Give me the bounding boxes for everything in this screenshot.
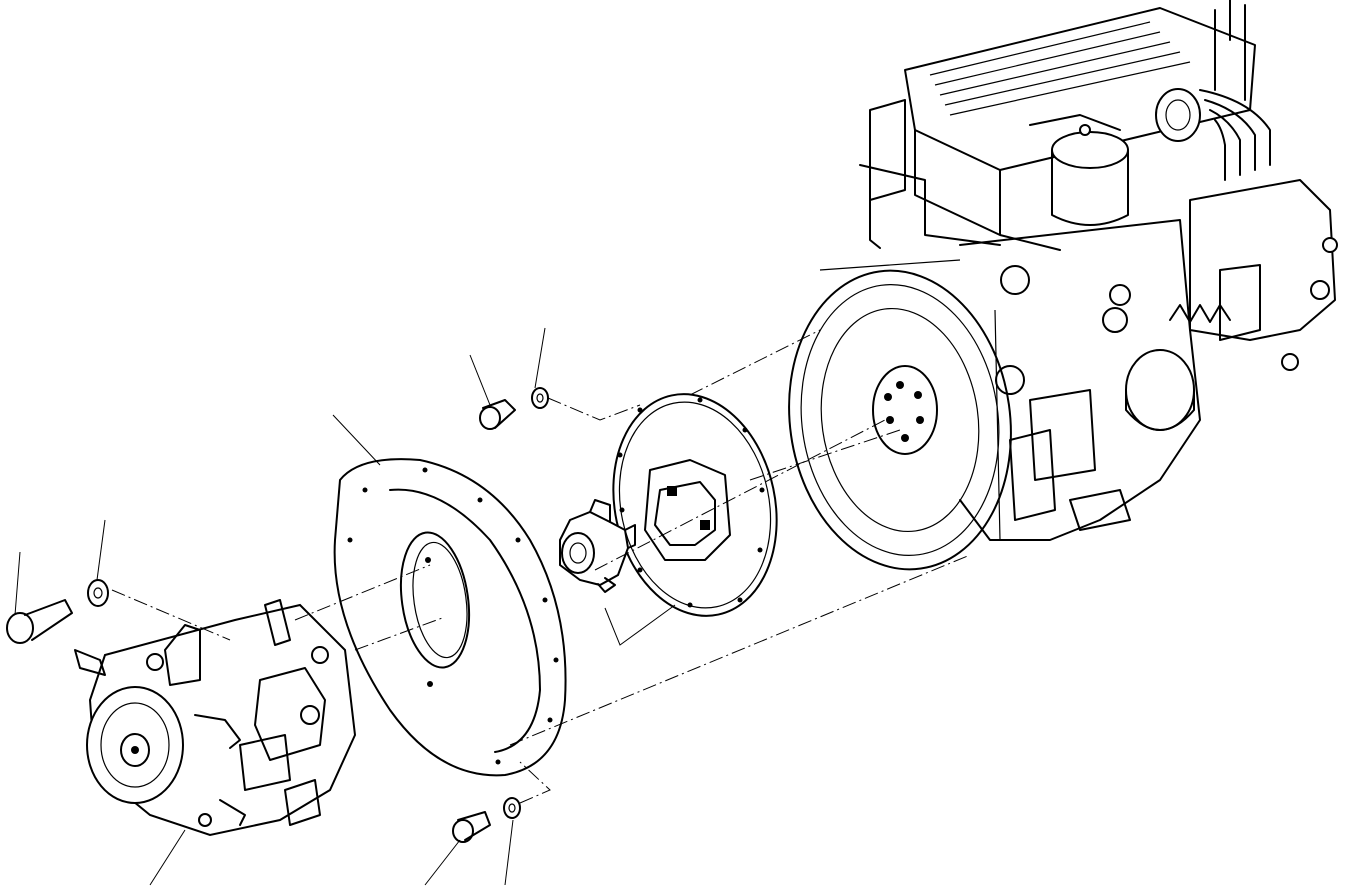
bolt-top-icon (479, 399, 516, 430)
leader-bolt-left (14, 551, 21, 616)
leader-washer-bottom (504, 819, 514, 886)
flywheel-icon (788, 259, 1012, 571)
engine-icon (859, 0, 1338, 541)
coupling-plate-icon (612, 393, 778, 617)
leader-coupling (604, 604, 676, 646)
washer-top-icon (531, 387, 549, 409)
bolt-left-icon (6, 599, 73, 644)
leader-bolt-top (469, 354, 491, 406)
leader-pump (149, 829, 186, 886)
bolt-bottom-icon (452, 811, 491, 843)
washer-bottom-icon (503, 797, 521, 819)
pump-icon (74, 599, 357, 837)
leader-bolt-bottom (424, 839, 461, 886)
callout-leaders (14, 327, 676, 886)
coupling-hub-icon (559, 499, 636, 593)
washer-left-icon (87, 579, 109, 607)
housing-icon (333, 458, 567, 777)
assembly-lines (111, 329, 971, 804)
leader-washer-left (96, 519, 106, 581)
leader-housing (332, 414, 381, 466)
leader-washer-top (534, 327, 546, 389)
